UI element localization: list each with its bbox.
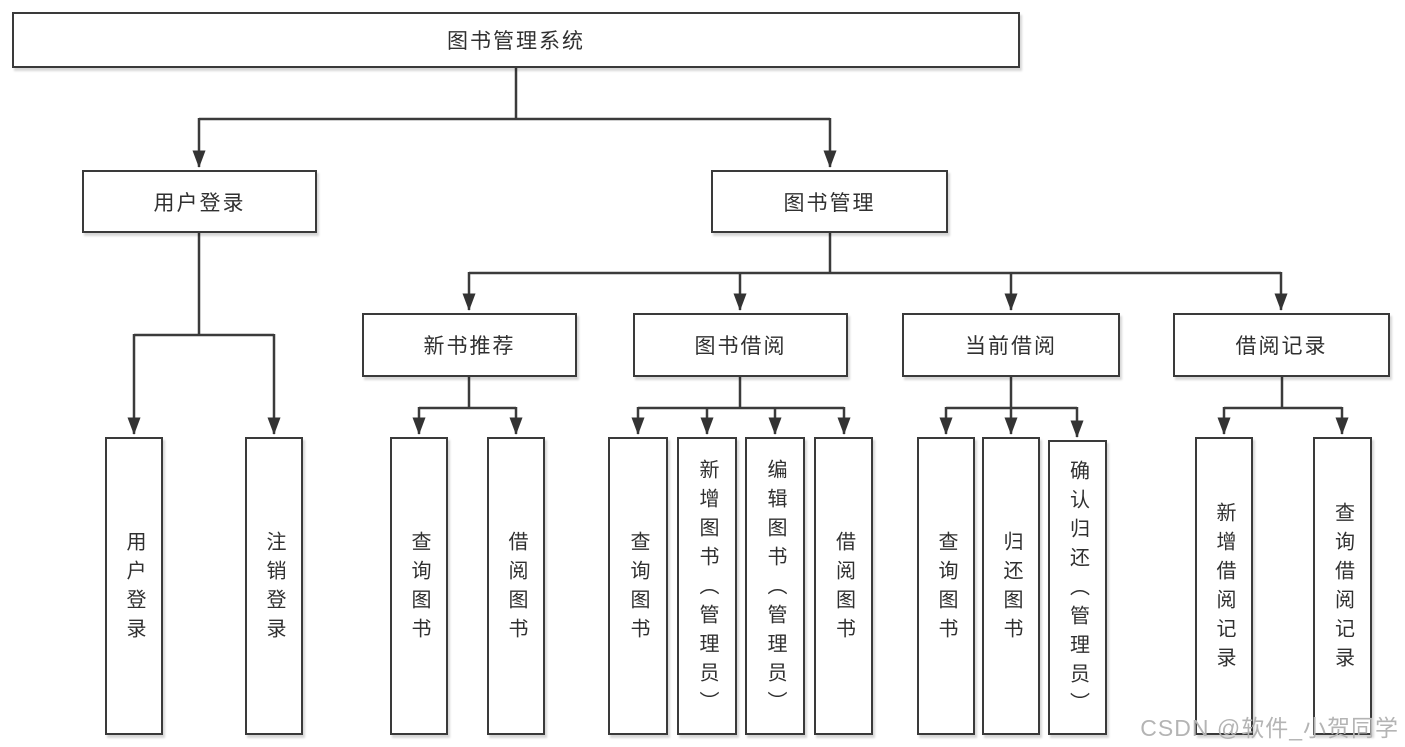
leaf-query-book-recommend: 查询图书 (390, 437, 448, 735)
leaf-return-book: 归还图书 (982, 437, 1040, 735)
leaf-confirm-return-admin: 确认归还（管理员） (1048, 440, 1107, 735)
leaf-borrow-book: 借阅图书 (814, 437, 873, 735)
leaf-query-current-borrow: 查询图书 (917, 437, 975, 735)
csdn-watermark: CSDN @软件_小贺同学 (1140, 715, 1399, 741)
node-root-system: 图书管理系统 (12, 12, 1020, 68)
node-user-login: 用户登录 (82, 170, 317, 233)
node-borrow-records: 借阅记录 (1173, 313, 1390, 377)
node-book-borrowing: 图书借阅 (633, 313, 848, 377)
leaf-query-book: 查询图书 (608, 437, 668, 735)
node-book-management: 图书管理 (711, 170, 948, 233)
node-current-borrowing: 当前借阅 (902, 313, 1120, 377)
leaf-user-login: 用户登录 (105, 437, 163, 735)
leaf-query-borrow-record: 查询借阅记录 (1313, 437, 1372, 735)
node-new-book-recommend: 新书推荐 (362, 313, 577, 377)
leaf-edit-book-admin: 编辑图书（管理员） (745, 437, 805, 735)
leaf-borrow-book-recommend: 借阅图书 (487, 437, 545, 735)
leaf-add-borrow-record: 新增借阅记录 (1195, 437, 1253, 735)
leaf-logout: 注销登录 (245, 437, 303, 735)
leaf-add-book-admin: 新增图书（管理员） (677, 437, 737, 735)
